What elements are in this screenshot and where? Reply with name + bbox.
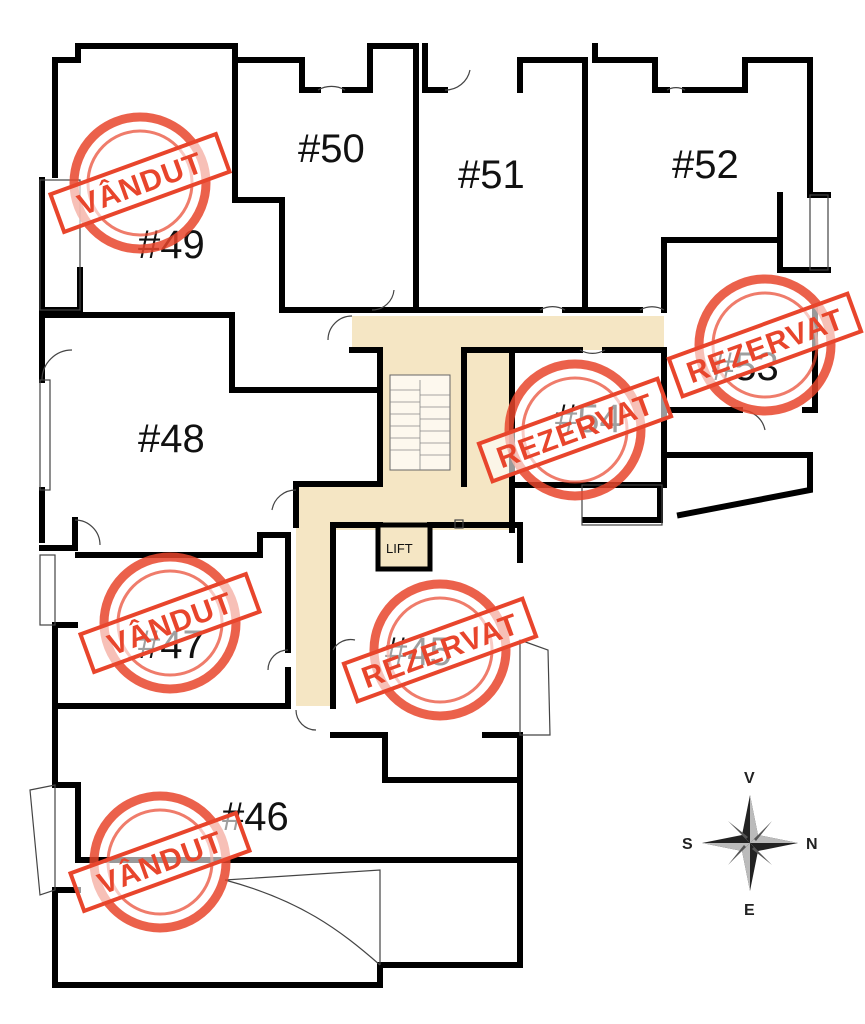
room-label-50: #50: [298, 127, 365, 171]
stamp-sold-49: VÂNDUT: [47, 117, 233, 249]
staircase: [389, 374, 451, 471]
room-label-51: #51: [458, 153, 525, 197]
stamp-sold-47: VÂNDUT: [77, 557, 263, 689]
compass-north-label: V: [744, 770, 755, 787]
stamp-text: VÂNDUT: [93, 825, 228, 902]
stamp-reserved-45: REZERVAT: [341, 584, 539, 716]
stamp-sold-46: VÂNDUT: [67, 796, 253, 928]
room-label-52: #52: [672, 143, 739, 187]
lift-label: LIFT: [386, 541, 413, 556]
stamp-reserved-53: REZERVAT: [666, 279, 864, 411]
compass-south-label: E: [744, 902, 755, 919]
room-label-48: #48: [138, 417, 205, 461]
stamp-text: VÂNDUT: [73, 146, 208, 223]
compass-rose-icon: V E S N: [682, 770, 818, 919]
compass-west-label: S: [682, 836, 693, 853]
compass-east-label: N: [806, 836, 818, 853]
